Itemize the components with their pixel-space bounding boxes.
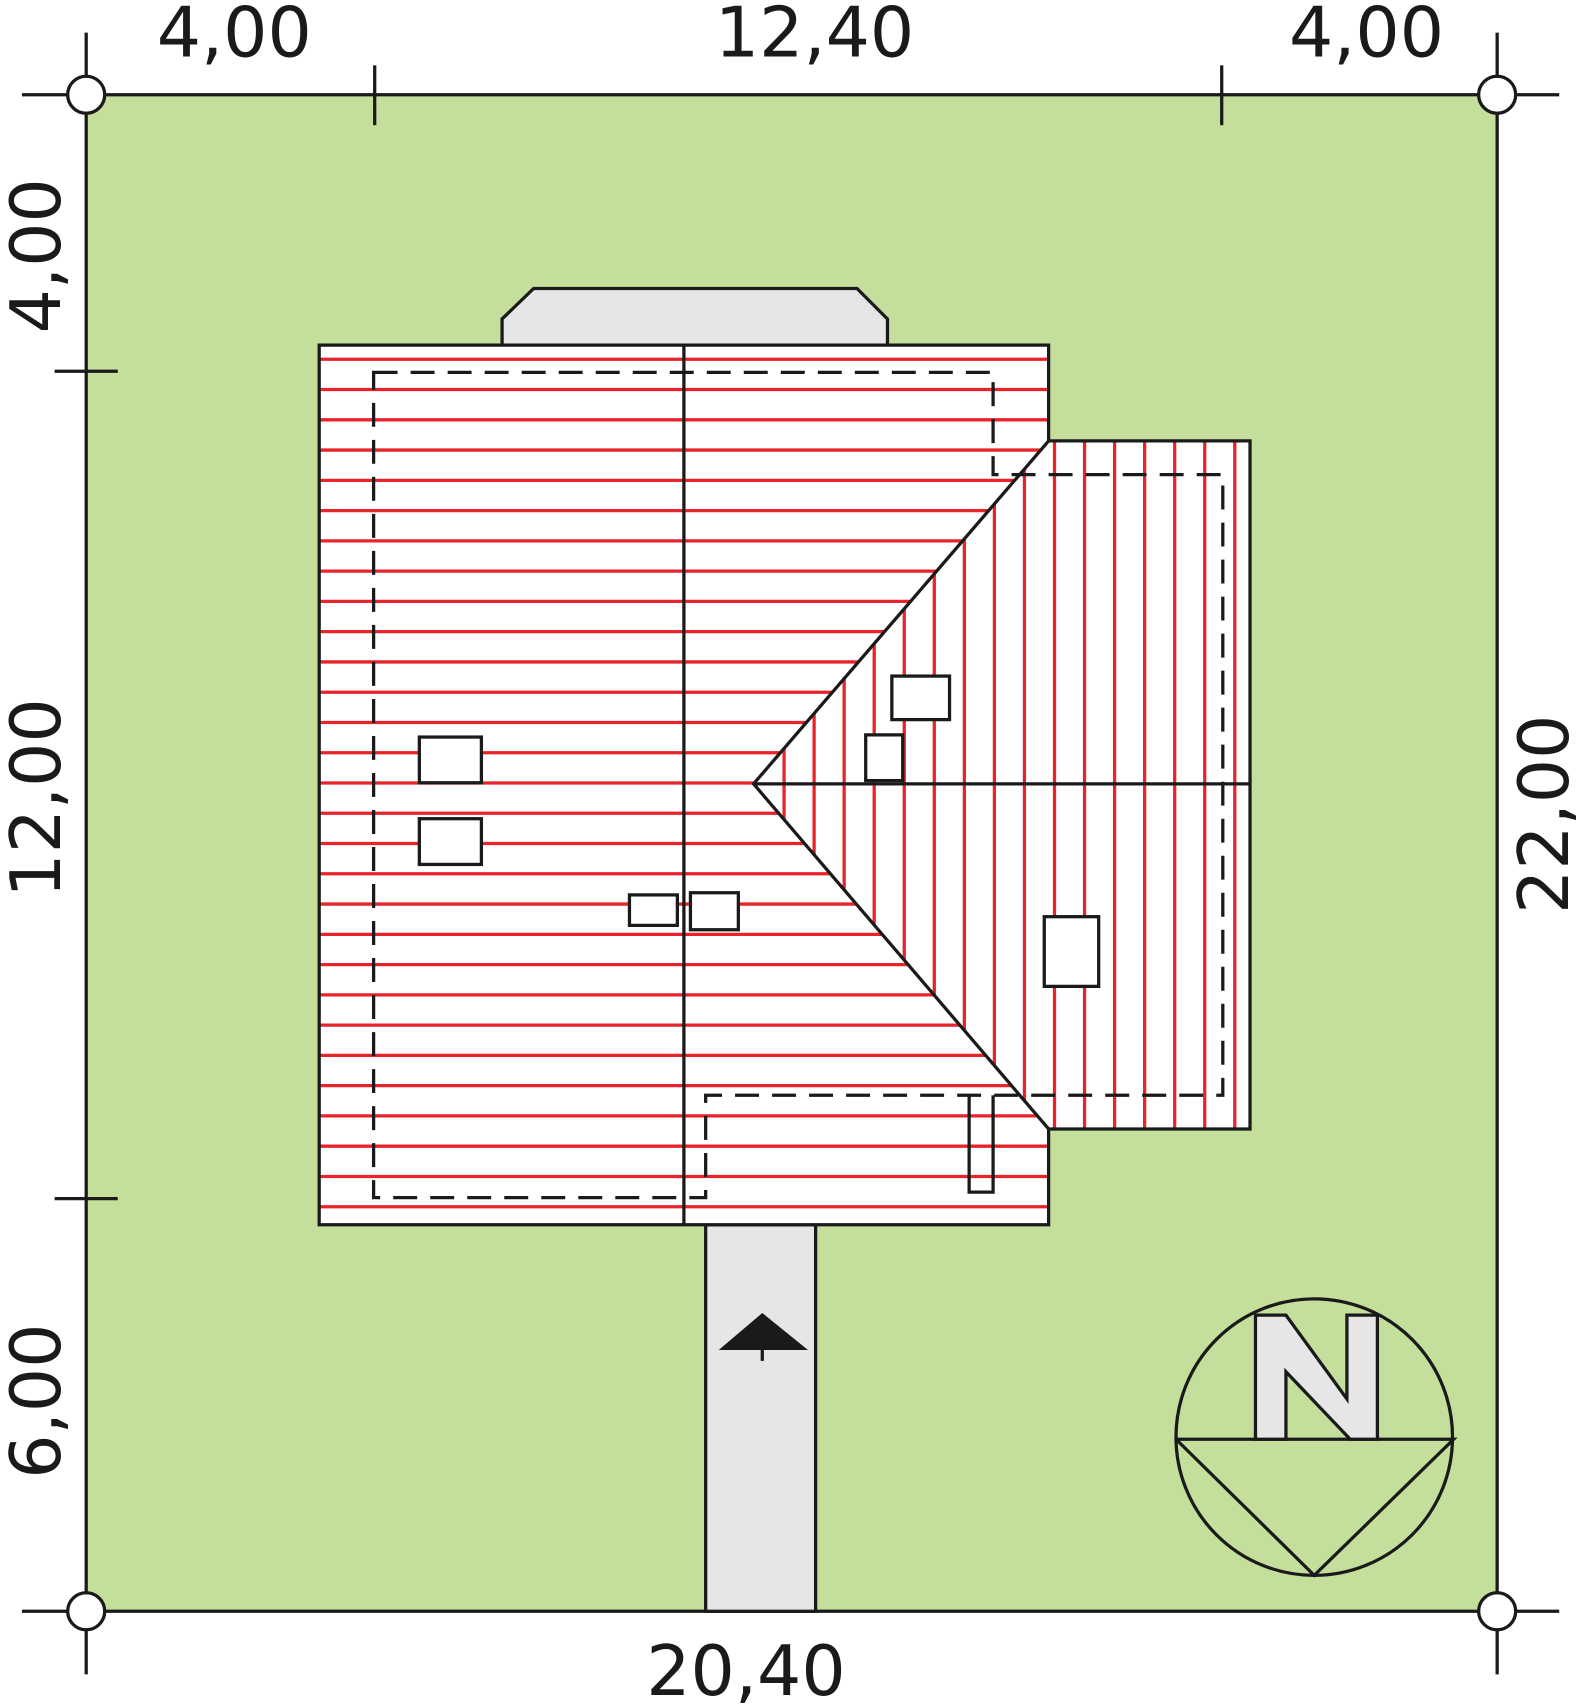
dim-left-middle: 12,00 [0, 698, 77, 897]
roof-windows [417, 674, 1101, 988]
dim-left-bottom: 6,00 [0, 1324, 77, 1479]
corner-markers [66, 74, 1518, 1632]
driveway [704, 1223, 818, 1613]
building-footprint-dashed [371, 370, 1225, 1200]
dim-bottom: 20,40 [646, 1631, 845, 1706]
roof-outline [317, 343, 1252, 1227]
entrance-arrow-icon [718, 1312, 809, 1361]
dim-right: 22,00 [1504, 715, 1579, 914]
entrance-terrace [500, 286, 890, 347]
north-arrow-icon [1174, 1297, 1458, 1578]
dim-top-left: 4,00 [157, 0, 312, 74]
dim-top-right: 4,00 [1289, 0, 1444, 74]
dim-left-top: 4,00 [0, 178, 77, 333]
dim-top-center: 12,40 [715, 0, 914, 74]
